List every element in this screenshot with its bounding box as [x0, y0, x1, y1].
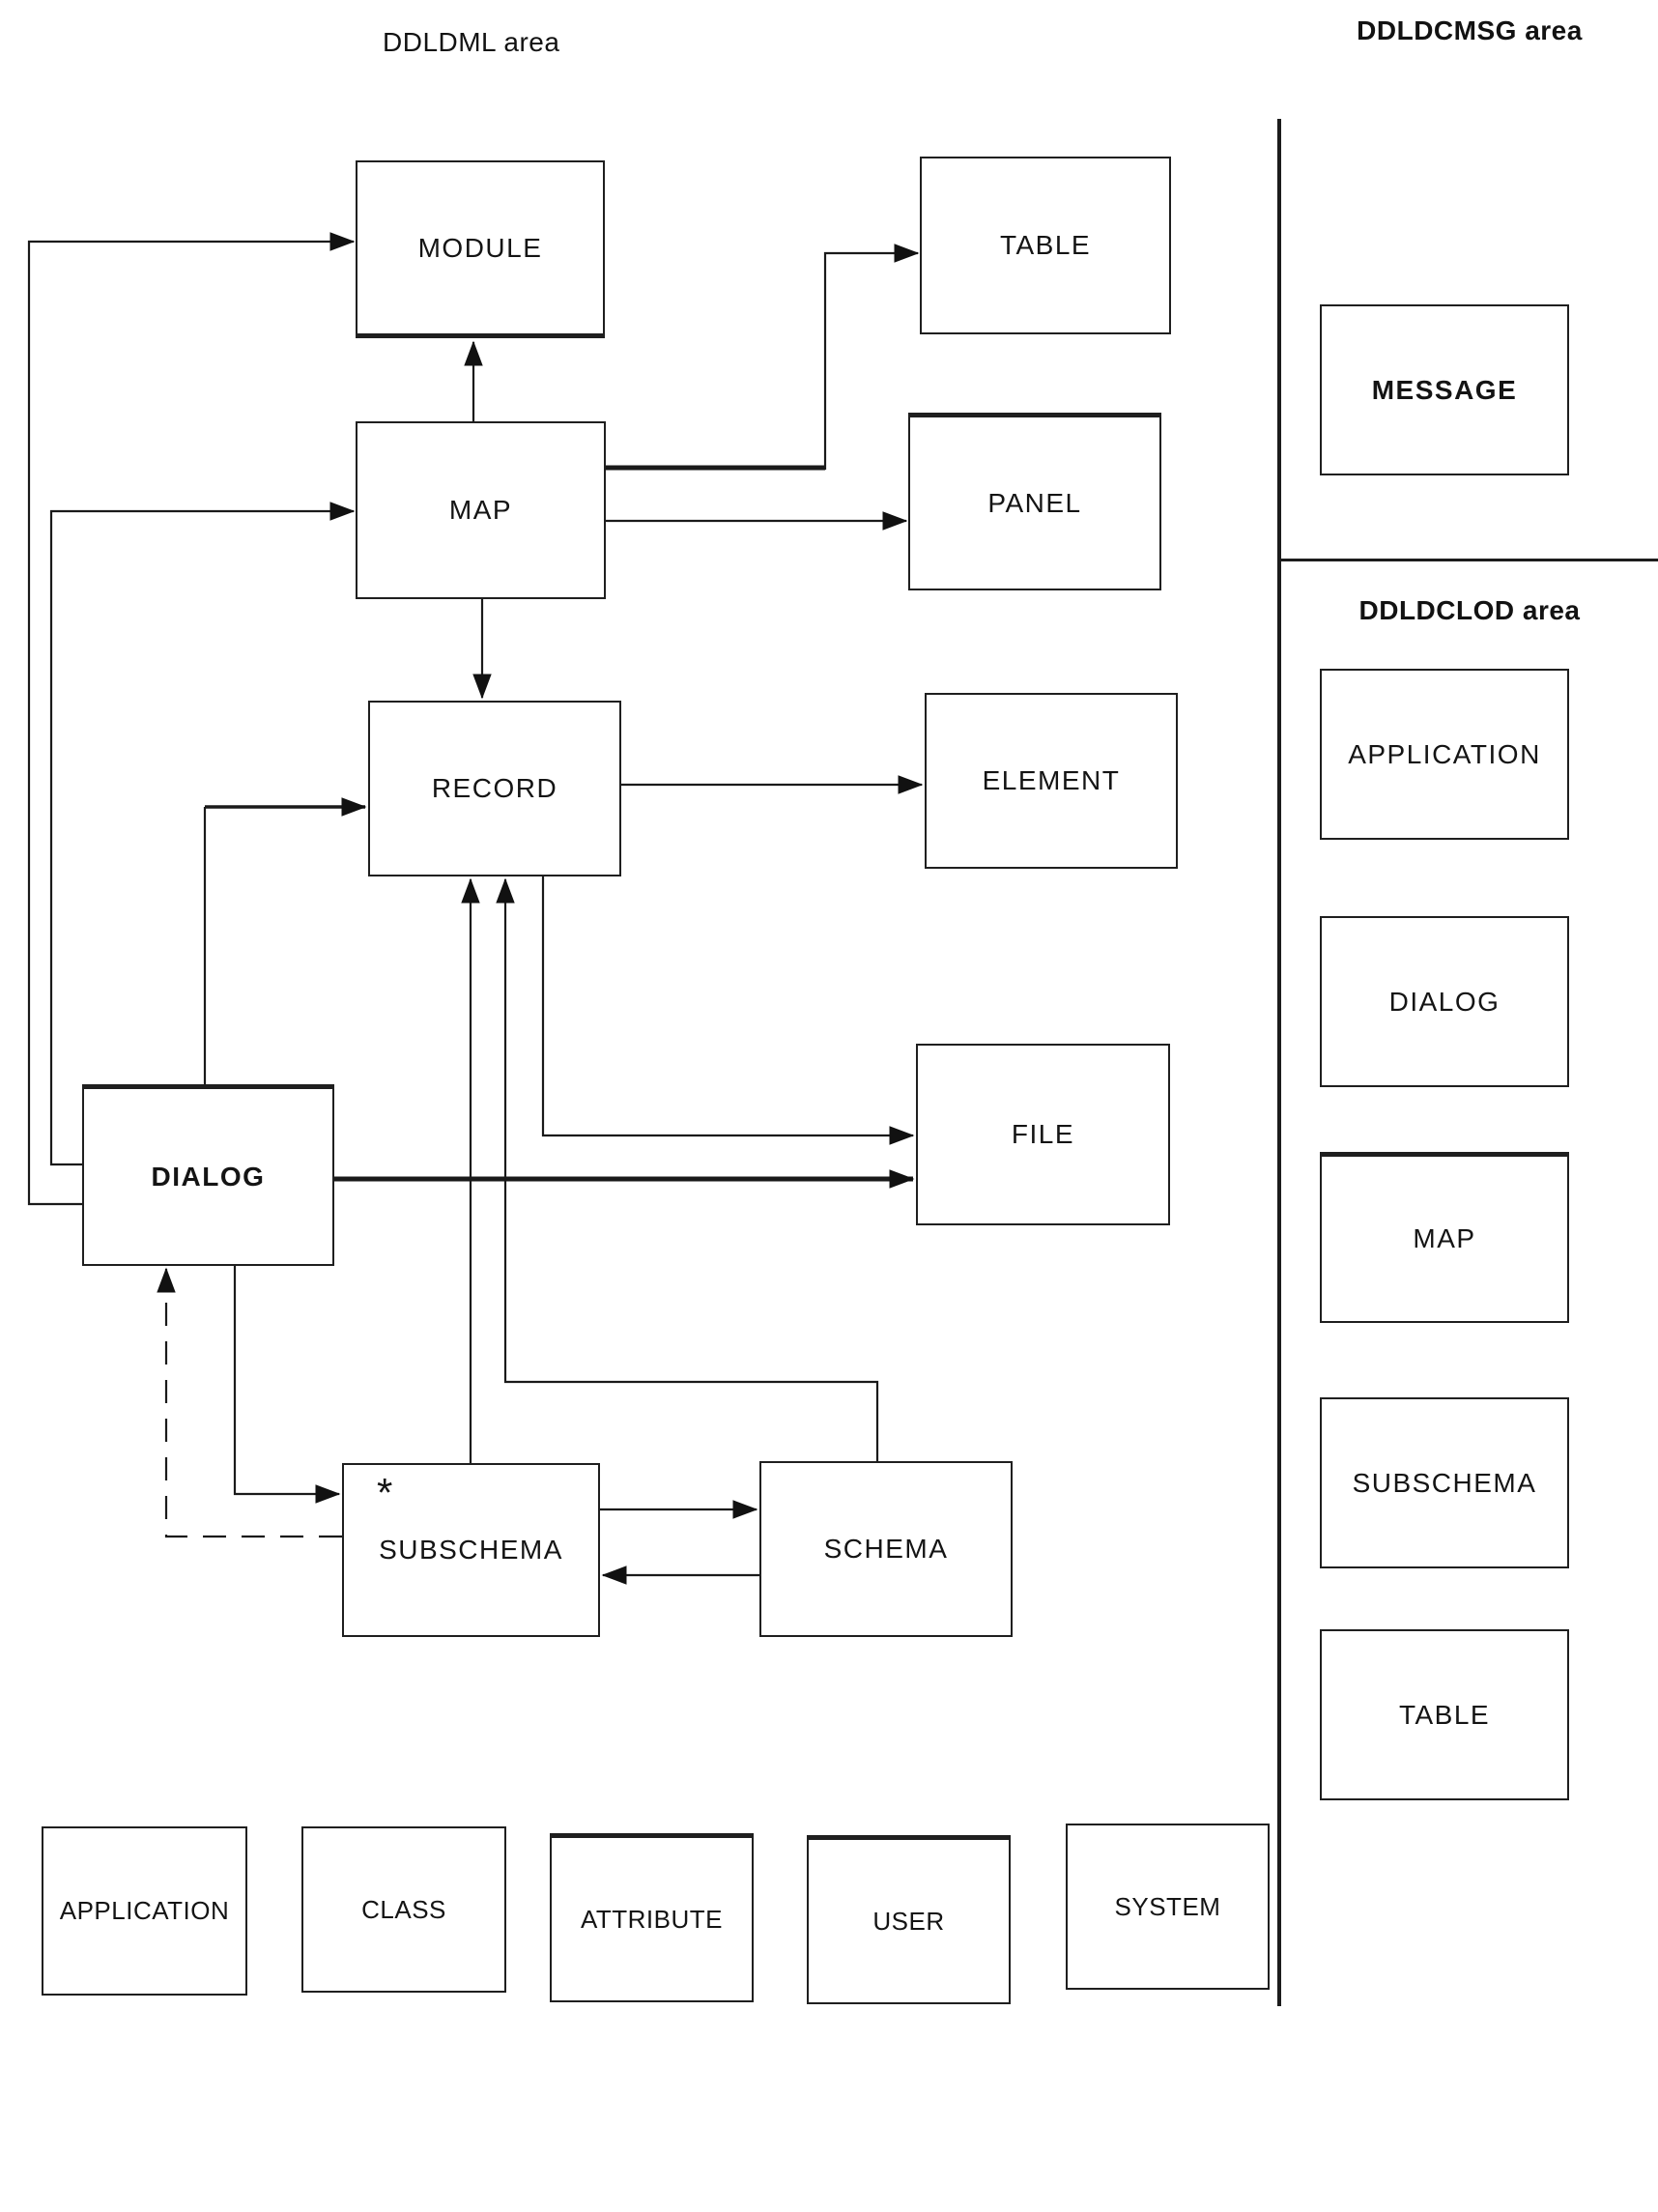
node-class-bottom-label: CLASS	[361, 1894, 446, 1924]
node-user-bottom: USER	[807, 1835, 1011, 2004]
node-map-label: MAP	[448, 495, 513, 525]
node-file-label: FILE	[1011, 1119, 1075, 1149]
edge-dialog-to-subschema	[233, 1266, 341, 1504]
node-dialog-ddldclod-label: DIALOG	[1388, 986, 1501, 1017]
node-class-bottom: CLASS	[301, 1826, 506, 1993]
node-application-ddldclod: APPLICATION	[1320, 669, 1569, 840]
edge-record-to-file	[541, 876, 915, 1145]
node-module-label: MODULE	[417, 232, 543, 263]
edge-dialog-to-map	[49, 502, 356, 1166]
node-record-label: RECORD	[431, 773, 558, 803]
edge-subschema-to-dialog-dashed	[157, 1267, 342, 1538]
node-message: MESSAGE	[1320, 304, 1569, 475]
node-subschema-ddldclod-label: SUBSCHEMA	[1352, 1467, 1537, 1498]
node-element-label: ELEMENT	[982, 765, 1121, 795]
node-application-ddldclod-label: APPLICATION	[1348, 738, 1541, 769]
node-subschema: * SUBSCHEMA	[342, 1463, 600, 1637]
node-dialog-ddldclod: DIALOG	[1320, 916, 1569, 1087]
node-schema: SCHEMA	[759, 1461, 1013, 1637]
node-message-label: MESSAGE	[1371, 374, 1518, 405]
edge-map-to-table	[823, 244, 920, 470]
node-application-bottom-label: APPLICATION	[59, 1896, 230, 1925]
node-system-bottom-label: SYSTEM	[1114, 1891, 1221, 1921]
node-subschema-label: SUBSCHEMA	[379, 1535, 563, 1565]
node-table-ddldclod: TABLE	[1320, 1629, 1569, 1800]
edge-dialog-to-module	[27, 232, 356, 1206]
area-divider-horizontal	[1281, 559, 1658, 561]
node-map-ddldclod: MAP	[1320, 1152, 1569, 1323]
node-system-bottom: SYSTEM	[1066, 1824, 1270, 1990]
node-schema-label: SCHEMA	[823, 1534, 949, 1564]
node-map: MAP	[356, 421, 606, 599]
area-title-ddldcmsg: DDLDCMSG area	[1357, 15, 1583, 45]
node-table: TABLE	[920, 157, 1171, 334]
node-table-label: TABLE	[999, 230, 1092, 260]
node-dialog: DIALOG	[82, 1084, 334, 1266]
node-dialog-label: DIALOG	[151, 1161, 266, 1192]
node-attribute-bottom-label: ATTRIBUTE	[580, 1904, 724, 1934]
node-file: FILE	[916, 1044, 1170, 1225]
node-subschema-ddldclod: SUBSCHEMA	[1320, 1397, 1569, 1568]
node-panel-label: PANEL	[987, 487, 1082, 518]
node-table-ddldclod-label: TABLE	[1398, 1699, 1491, 1730]
node-record: RECORD	[368, 701, 621, 876]
node-attribute-bottom: ATTRIBUTE	[550, 1833, 754, 2002]
node-module: MODULE	[356, 160, 605, 338]
node-map-ddldclod-label: MAP	[1413, 1223, 1476, 1253]
area-title-ddldml: DDLDML area	[383, 27, 560, 57]
node-panel: PANEL	[908, 413, 1161, 590]
subschema-star-annotation: *	[377, 1470, 393, 1515]
node-application-bottom: APPLICATION	[42, 1826, 247, 1996]
area-divider-vertical	[1277, 119, 1281, 2006]
area-title-ddldclod: DDLDCLOD area	[1358, 595, 1581, 625]
node-element: ELEMENT	[925, 693, 1178, 869]
edge-schema-to-record	[496, 877, 879, 1461]
node-user-bottom-label: USER	[872, 1906, 945, 1936]
